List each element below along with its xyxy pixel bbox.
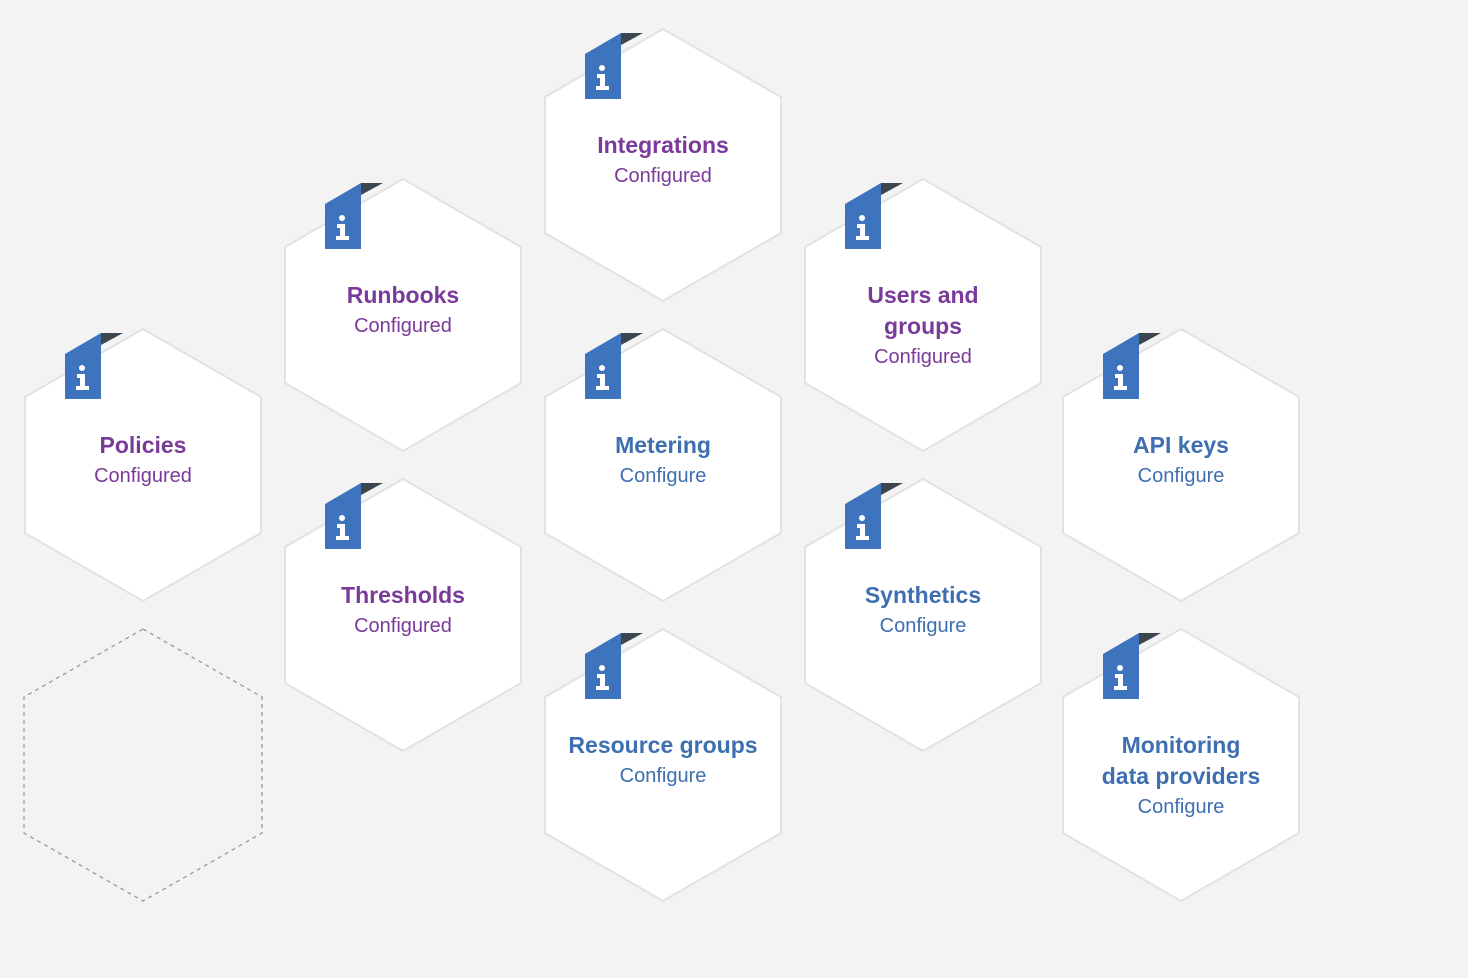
tile-status[interactable]: Configure [879, 615, 967, 637]
tile-monitoring-data-providers[interactable]: Monitoring data providers Configure [1061, 627, 1301, 903]
tile-label: Monitoring data providers Configure [1081, 730, 1281, 822]
tile-label: Thresholds Configured [303, 580, 503, 641]
info-icon[interactable] [843, 183, 903, 249]
info-icon[interactable] [63, 333, 123, 399]
tile-title: Runbooks [346, 282, 460, 308]
info-icon[interactable] [583, 33, 643, 99]
tile-label: API keys Configure [1081, 430, 1281, 491]
tile-label: Resource groups Configure [563, 730, 763, 791]
tile-resource-groups[interactable]: Resource groups Configure [543, 627, 783, 903]
tile-title: Integrations [597, 132, 729, 158]
tile-title: Thresholds [341, 582, 465, 608]
tile-metering[interactable]: Metering Configure [543, 327, 783, 603]
tile-thresholds[interactable]: Thresholds Configured [283, 477, 523, 753]
info-icon[interactable] [323, 483, 383, 549]
tile-status[interactable]: Configure [619, 765, 707, 787]
info-icon[interactable] [583, 333, 643, 399]
info-icon[interactable] [1101, 333, 1161, 399]
info-icon[interactable] [583, 633, 643, 699]
tile-status[interactable]: Configure [1137, 465, 1225, 487]
tile-title: Resource groups [568, 732, 758, 758]
tile-integrations[interactable]: Integrations Configured [543, 27, 783, 303]
tile-status[interactable]: Configured [614, 165, 712, 187]
tile-title: API keys [1133, 432, 1229, 458]
tile-label: Synthetics Configure [823, 580, 1023, 641]
tile-label: Policies Configured [43, 430, 243, 491]
info-icon[interactable] [1101, 633, 1161, 699]
tile-runbooks[interactable]: Runbooks Configured [283, 177, 523, 453]
empty-hex-placeholder [23, 628, 263, 902]
tile-title: Metering [615, 432, 711, 458]
tile-label: Integrations Configured [563, 130, 763, 191]
tile-status[interactable]: Configured [354, 615, 452, 637]
tile-status[interactable]: Configured [354, 315, 452, 337]
info-icon[interactable] [323, 183, 383, 249]
tile-api-keys[interactable]: API keys Configure [1061, 327, 1301, 603]
tile-policies[interactable]: Policies Configured [23, 327, 263, 603]
tile-status[interactable]: Configure [1137, 796, 1225, 818]
tile-title-line-2: groups [884, 313, 962, 339]
tile-synthetics[interactable]: Synthetics Configure [803, 477, 1043, 753]
tile-status[interactable]: Configured [94, 465, 192, 487]
tile-status[interactable]: Configure [619, 465, 707, 487]
tile-title: Synthetics [864, 582, 982, 608]
tile-title-line-1: Users and [867, 282, 979, 308]
tile-status[interactable]: Configured [874, 346, 972, 368]
tile-users-and-groups[interactable]: Users and groups Configured [803, 177, 1043, 453]
tile-title-line-2: data providers [1101, 763, 1261, 789]
tile-label: Users and groups Configured [823, 280, 1023, 372]
info-icon[interactable] [843, 483, 903, 549]
tile-label: Metering Configure [563, 430, 763, 491]
tile-label: Runbooks Configured [303, 280, 503, 341]
tile-title: Policies [99, 432, 187, 458]
tile-title-line-1: Monitoring [1121, 732, 1241, 758]
